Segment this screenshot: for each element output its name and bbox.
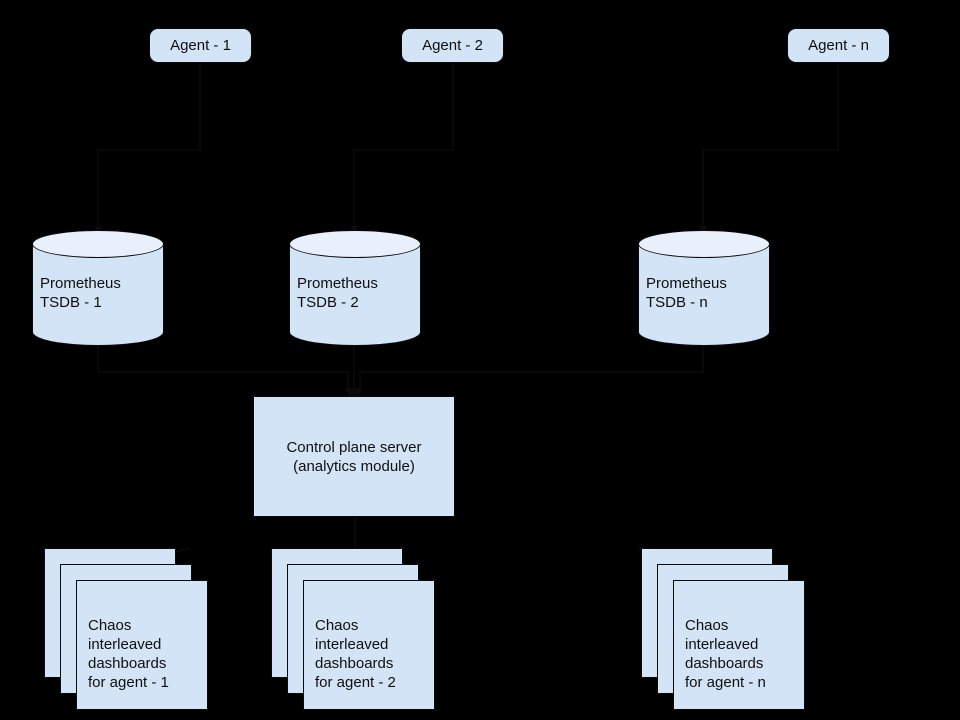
dashboard-stack-agent-1-label: Chaos interleaved dashboards for agent -… [88, 617, 169, 691]
dashboard-stack-agent-2-label: Chaos interleaved dashboards for agent -… [315, 617, 396, 691]
dashboard-stack-agent-n-label: Chaos interleaved dashboards for agent -… [685, 617, 766, 691]
dashboard-stack-agent-n[interactable]: Chaos interleaved dashboards for agent -… [641, 548, 805, 710]
agent-node-1[interactable]: Agent - 1 [149, 28, 252, 63]
connector-agent2-to-tsdb2 [350, 62, 454, 236]
connector-agentn-to-tsdbn [699, 62, 839, 236]
agent-node-2[interactable]: Agent - 2 [401, 28, 504, 63]
datastore-node-tsdb-1-label: Prometheus TSDB - 1 [40, 275, 121, 311]
dashboard-stack-agent-2[interactable]: Chaos interleaved dashboards for agent -… [271, 548, 435, 710]
datastore-node-tsdb-n[interactable]: Prometheus TSDB - n [638, 230, 770, 346]
connector-agent1-to-tsdb1 [94, 62, 201, 236]
connector-tsdb2-to-control-plane [350, 345, 358, 398]
datastore-node-tsdb-2[interactable]: Prometheus TSDB - 2 [289, 230, 421, 346]
cylinder-body [32, 244, 164, 346]
cylinder-body [638, 244, 770, 346]
agent-node-1-label: Agent - 1 [170, 37, 231, 54]
agent-node-n[interactable]: Agent - n [787, 28, 890, 63]
cylinder-top-ellipse [32, 230, 164, 258]
control-plane-server-label: Control plane server (analytics module) [286, 438, 422, 475]
connector-tsdb1-to-control-plane [97, 345, 354, 398]
dashboard-card-front [76, 580, 208, 710]
cylinder-top-ellipse [638, 230, 770, 258]
cylinder-top-ellipse [289, 230, 421, 258]
dashboard-card-front [673, 580, 805, 710]
dashboard-stack-agent-1[interactable]: Chaos interleaved dashboards for agent -… [44, 548, 208, 710]
dashboard-card-front [303, 580, 435, 710]
connector-tsdbn-to-control-plane [353, 345, 704, 398]
datastore-node-tsdb-n-label: Prometheus TSDB - n [646, 275, 727, 311]
cylinder-body [289, 244, 421, 346]
datastore-node-tsdb-1[interactable]: Prometheus TSDB - 1 [32, 230, 164, 346]
agent-node-n-label: Agent - n [808, 37, 869, 54]
agent-node-2-label: Agent - 2 [422, 37, 483, 54]
control-plane-server-node[interactable]: Control plane server (analytics module) [253, 396, 455, 517]
datastore-node-tsdb-2-label: Prometheus TSDB - 2 [297, 275, 378, 311]
